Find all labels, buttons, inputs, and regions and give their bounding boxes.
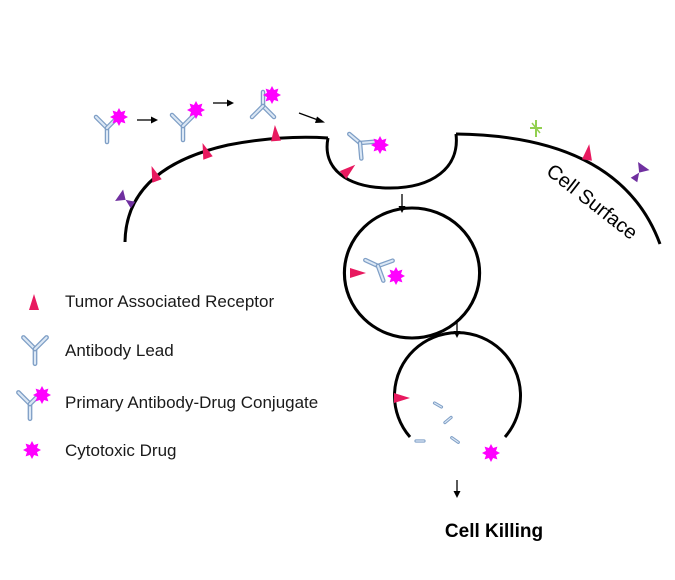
drug-icon: [110, 108, 128, 126]
drug-icon: [387, 267, 405, 285]
tumor-receptor-icon: [350, 268, 366, 278]
antibody-icon: [342, 126, 375, 159]
purple-receptor-icon: [630, 162, 650, 183]
legend-item-conjugate: Primary Antibody-Drug Conjugate: [18, 386, 318, 419]
legend-item-drug: Cytotoxic Drug: [23, 441, 176, 460]
arrow-icon: [453, 480, 461, 498]
cell-killing-label: Cell Killing: [445, 521, 543, 542]
cell-surface-label: Cell Surface: [542, 160, 641, 244]
endocytosis-pit: [325, 133, 458, 190]
adc-internalizing: [342, 126, 389, 159]
tumor-receptor-icon: [582, 143, 595, 161]
arrow-icon: [213, 99, 234, 107]
adc-approaching-1: [96, 108, 128, 142]
drug-icon: [371, 136, 389, 154]
tumor-receptor-icon: [29, 294, 39, 310]
adc-approaching-2: [172, 101, 205, 140]
legend-label-drug: Cytotoxic Drug: [65, 441, 176, 460]
purple-receptor-icon: [115, 189, 136, 209]
drug-icon: [23, 441, 41, 459]
antibody-icon: [23, 337, 46, 363]
adc-bound-1: [252, 86, 281, 117]
drug-icon: [263, 86, 281, 104]
antibody-fragment-icon: [450, 436, 460, 444]
tumor-receptor-icon: [394, 393, 410, 403]
cell-membrane-right: [455, 132, 662, 245]
legend: Tumor Associated Receptor Antibody Lead …: [18, 292, 318, 460]
cell-membrane-left: [123, 135, 329, 243]
antibody-icon: [172, 115, 194, 140]
drug-icon: [187, 101, 205, 119]
legend-label-receptor: Tumor Associated Receptor: [65, 292, 274, 311]
legend-label-conjugate: Primary Antibody-Drug Conjugate: [65, 393, 318, 412]
drug-icon: [33, 386, 51, 404]
green-receptor-icon: [530, 120, 542, 137]
legend-item-antibody: Antibody Lead: [23, 337, 174, 363]
legend-item-receptor: Tumor Associated Receptor: [29, 292, 274, 311]
antibody-fragment-icon: [432, 401, 444, 409]
arrow-icon: [298, 112, 325, 123]
legend-label-antibody: Antibody Lead: [65, 341, 174, 360]
antibody-fragment-icon: [443, 415, 453, 425]
lysosome-vesicle: [393, 331, 522, 438]
endosome-vesicle: [342, 206, 482, 340]
arrow-icon: [137, 116, 158, 124]
drug-icon: [482, 444, 500, 462]
